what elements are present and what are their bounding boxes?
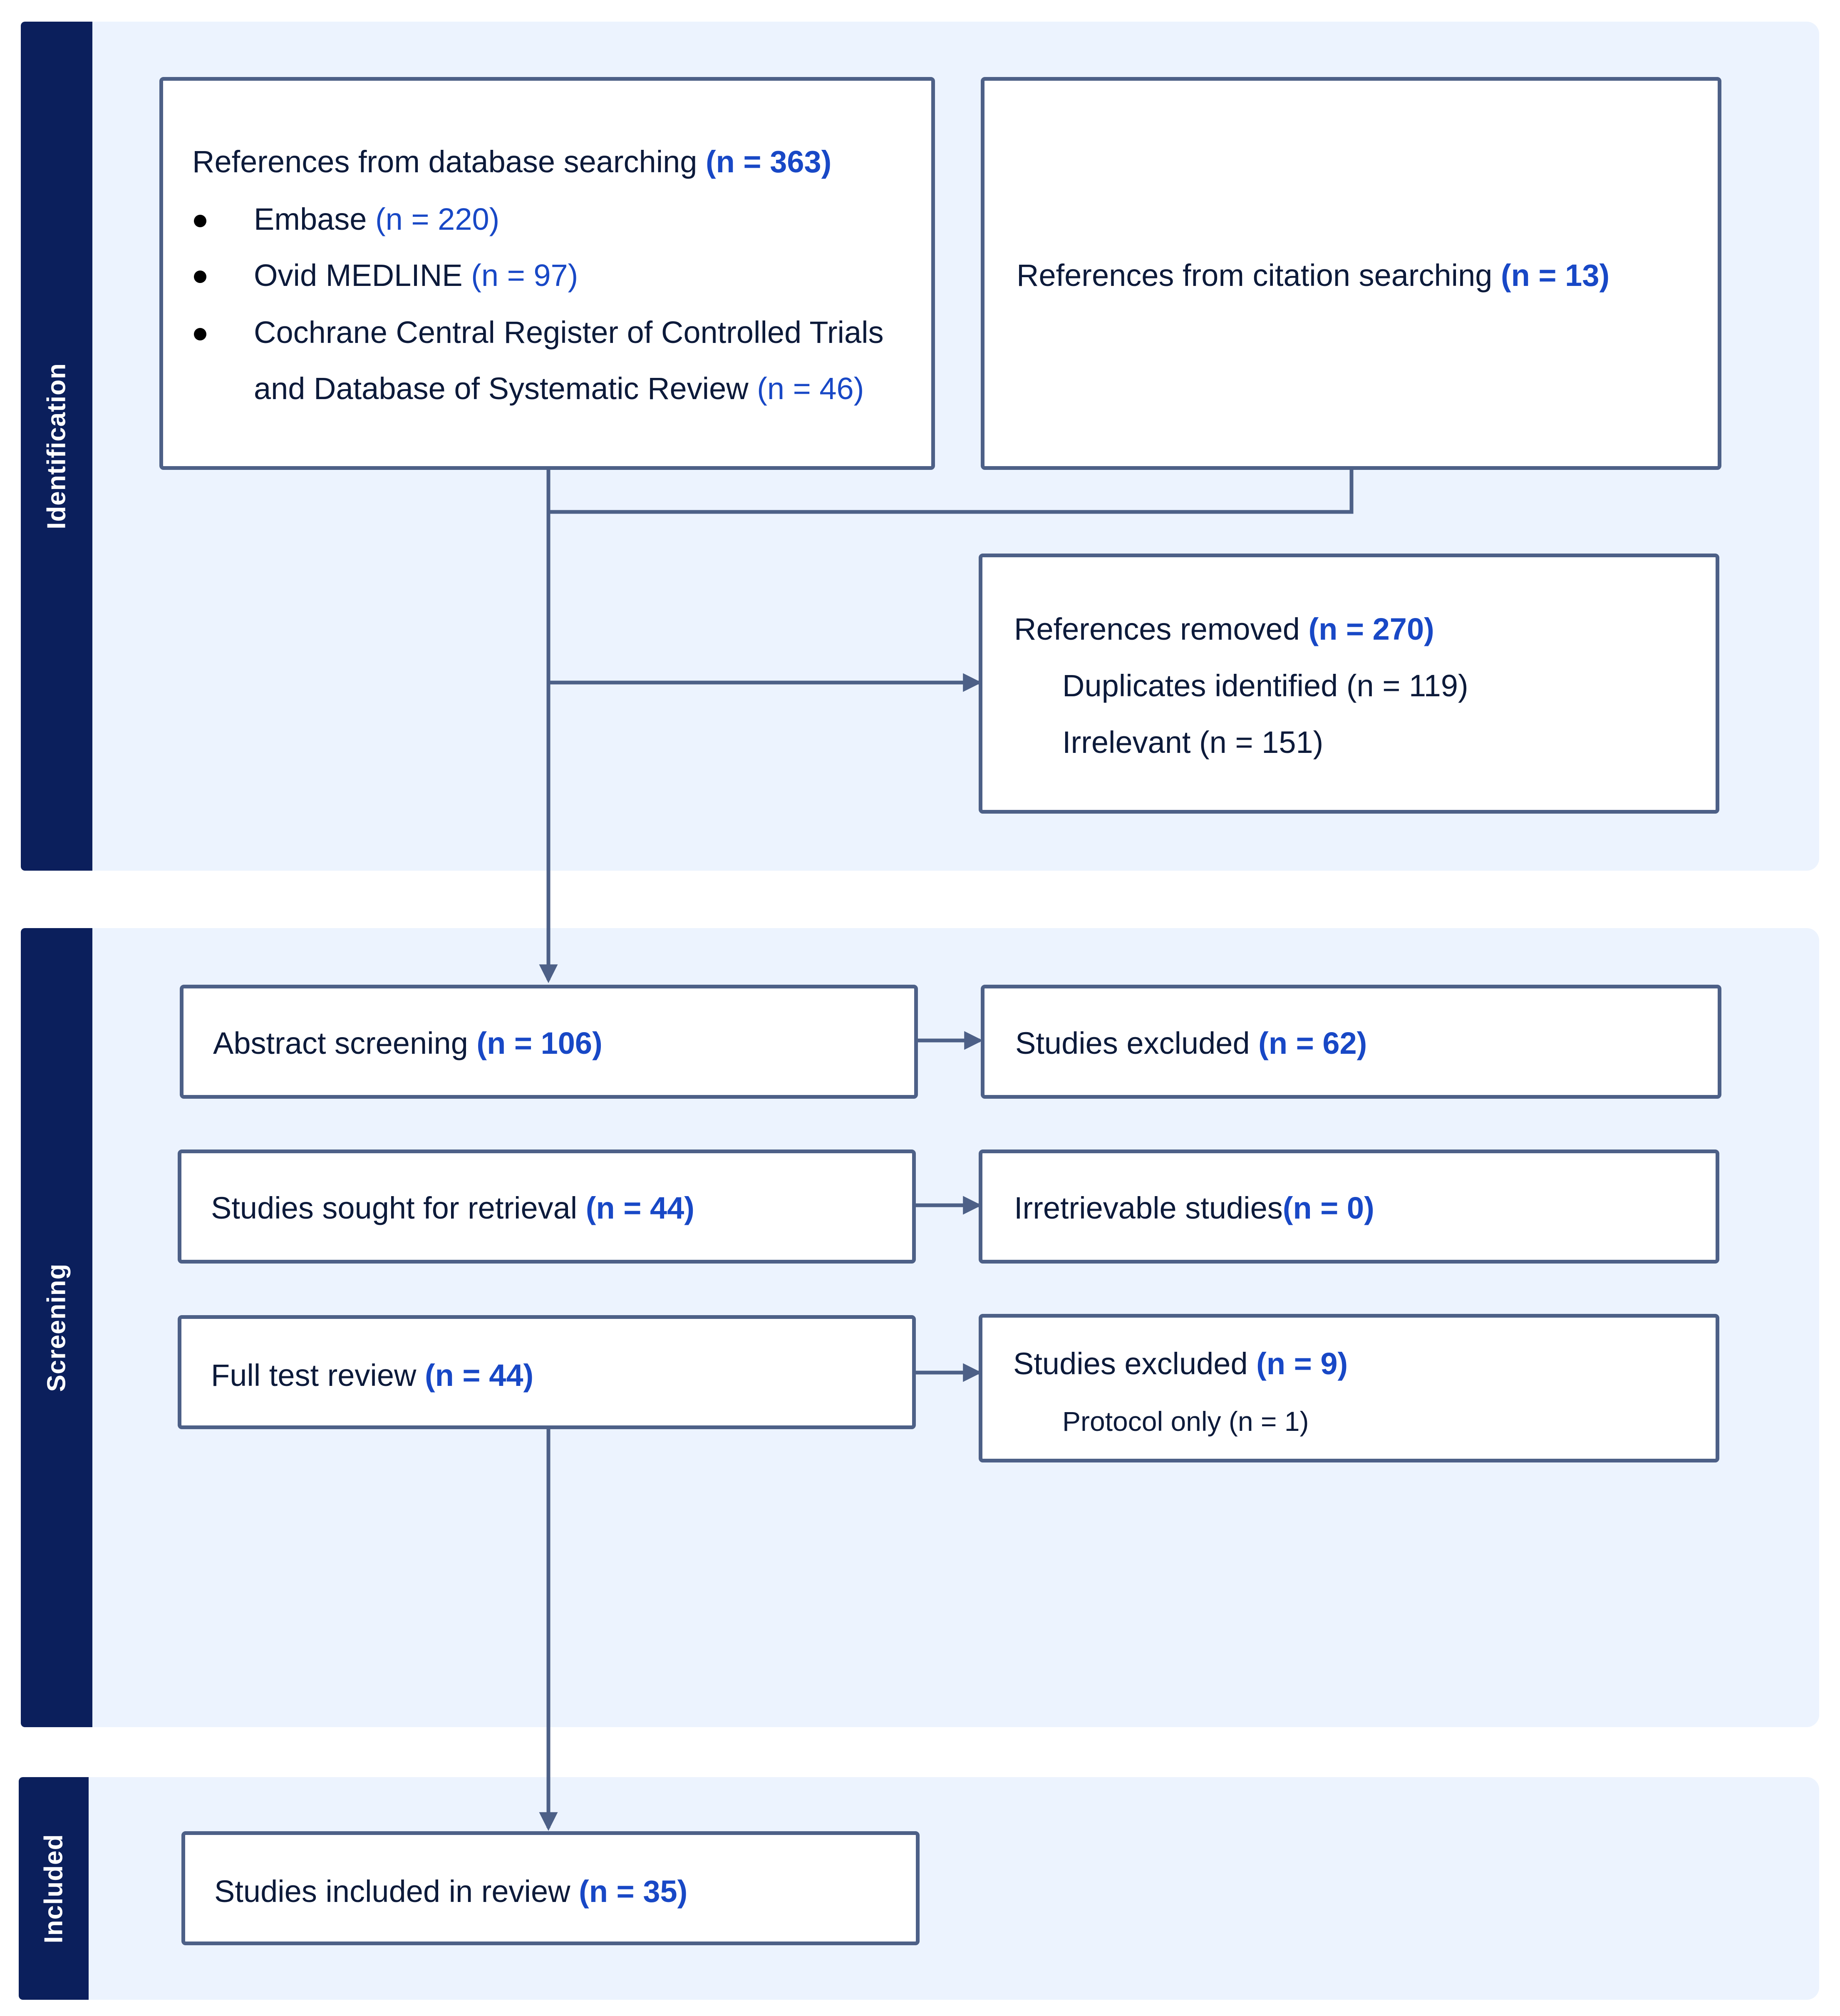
stage-included: Included (19, 1777, 89, 2000)
bullet-cochrane (194, 328, 206, 340)
database-search-box (159, 77, 935, 470)
citation-search-box (981, 77, 1721, 470)
database-search-title: References from database searching (n = … (192, 146, 831, 177)
abstract-screening-label: Abstract screening (213, 1026, 468, 1060)
irretrievable-text: Irretrievable studies(n = 0) (1014, 1193, 1374, 1224)
full-text-review-box (178, 1315, 916, 1429)
source-medline-name: Ovid MEDLINE (254, 258, 463, 293)
abstract-screening-count: (n = 106) (476, 1026, 603, 1060)
bullet-embase (194, 215, 206, 227)
sought-retrieval-count: (n = 44) (585, 1191, 694, 1225)
excluded-full-label: Studies excluded (1013, 1346, 1248, 1381)
removed-irrelevant: Irrelevant (n = 151) (1062, 725, 1324, 760)
sought-retrieval-box (178, 1150, 916, 1264)
full-text-review-count: (n = 44) (425, 1358, 534, 1393)
excluded-full-count: (n = 9) (1256, 1346, 1348, 1381)
abstract-screening-box (180, 985, 918, 1099)
source-medline-count: (n = 97) (471, 258, 578, 293)
references-removed-box (979, 554, 1719, 814)
citation-search-count: (n = 13) (1501, 258, 1610, 293)
excluded-full-title: Studies excluded (n = 9) (1013, 1348, 1348, 1379)
citation-search-label: References from citation searching (1017, 258, 1493, 293)
abstract-screening-text: Abstract screening (n = 106) (213, 1028, 603, 1059)
source-embase-name: Embase (254, 202, 367, 236)
stage-screening: Screening (21, 928, 92, 1727)
references-removed-title: References removed (n = 270) (1014, 614, 1434, 645)
included-studies-label: Studies included in review (214, 1874, 570, 1909)
sought-retrieval-label: Studies sought for retrieval (211, 1191, 578, 1225)
stage-identification: Identification (21, 22, 92, 871)
source-cochrane-line1: Cochrane Central Register of Controlled … (254, 315, 884, 350)
included-studies-text: Studies included in review (n = 35) (214, 1876, 687, 1907)
excluded-full-box (979, 1314, 1719, 1462)
references-removed-count: (n = 270) (1308, 612, 1434, 646)
source-cochrane-name: and Database of Systematic Review (254, 371, 749, 406)
removed-duplicates: Duplicates identified (n = 119) (1062, 668, 1468, 703)
connector-citation (548, 468, 1354, 514)
irretrievable-label: Irretrievable studies (1014, 1191, 1283, 1225)
database-search-count: (n = 363) (706, 144, 832, 179)
sought-retrieval-text: Studies sought for retrieval (n = 44) (211, 1193, 694, 1224)
source-embase-count: (n = 220) (375, 202, 500, 236)
excluded-abstract-count: (n = 62) (1258, 1026, 1367, 1060)
source-medline: Ovid MEDLINE (n = 97) (254, 260, 578, 291)
source-cochrane-count: (n = 46) (757, 371, 864, 406)
full-text-review-text: Full test review (n = 44) (211, 1360, 533, 1391)
citation-search-text: References from citation searching (n = … (1017, 260, 1609, 291)
excluded-protocol-only: Protocol only (n = 1) (1062, 1406, 1309, 1437)
included-studies-box (181, 1831, 920, 1945)
full-text-review-label: Full test review (211, 1358, 417, 1393)
included-studies-count: (n = 35) (579, 1874, 688, 1909)
excluded-abstract-text: Studies excluded (n = 62) (1015, 1028, 1367, 1059)
irretrievable-count: (n = 0) (1282, 1191, 1374, 1225)
source-cochrane-line2: and Database of Systematic Review (n = 4… (254, 373, 864, 404)
references-removed-label: References removed (1014, 612, 1300, 646)
excluded-abstract-label: Studies excluded (1015, 1026, 1250, 1060)
source-embase: Embase (n = 220) (254, 204, 499, 235)
excluded-abstract-box (981, 985, 1721, 1099)
bullet-medline (194, 271, 206, 283)
database-search-label: References from database searching (192, 144, 697, 179)
irretrievable-box (979, 1150, 1719, 1264)
